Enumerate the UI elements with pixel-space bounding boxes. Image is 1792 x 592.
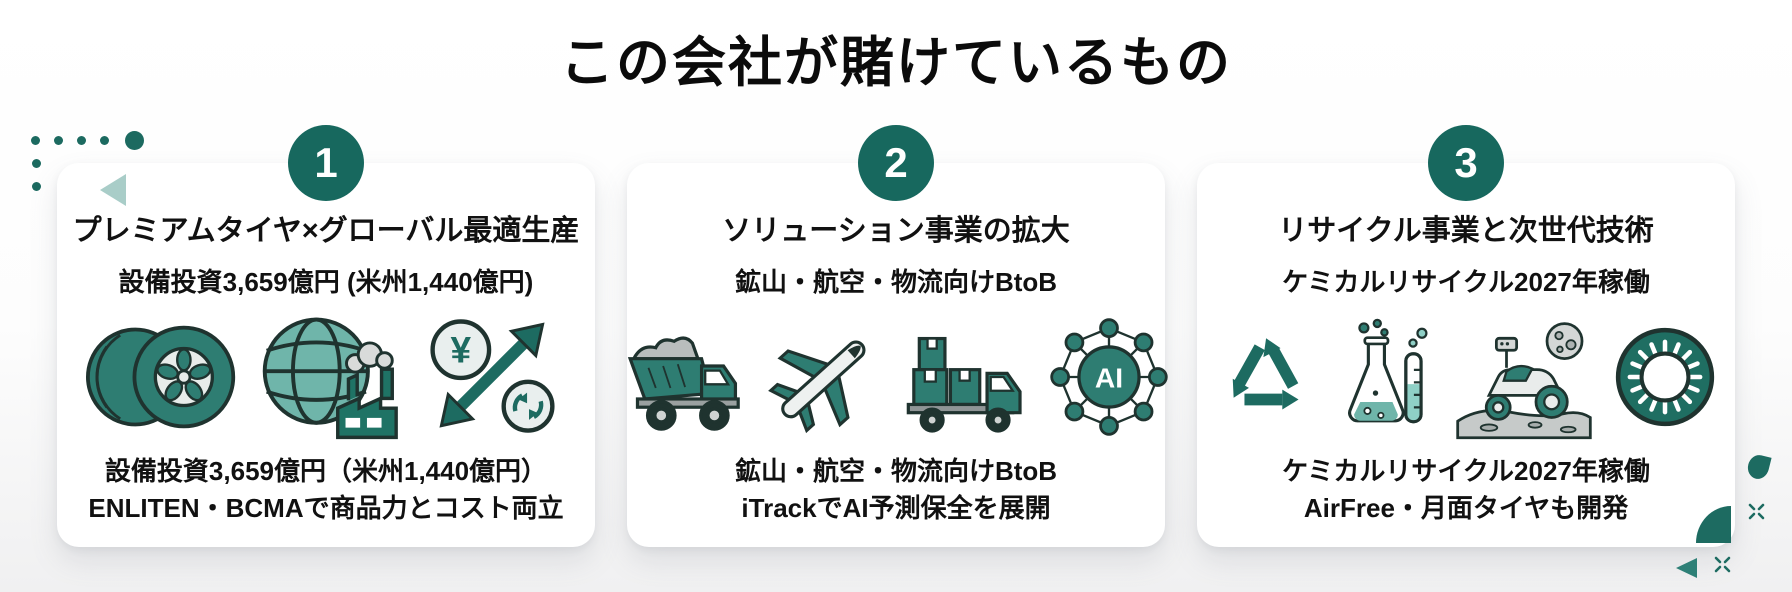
dot-decoration (77, 136, 86, 145)
leaf-decoration (1745, 452, 1772, 482)
card-recycle-nextgen: 3 リサイクル事業と次世代技術 ケミカルリサイクル2027年稼働 (1197, 125, 1735, 547)
card-title: リサイクル事業と次世代技術 (1278, 215, 1654, 247)
dump-truck-icon (627, 336, 740, 431)
triangle-decoration (1676, 558, 1697, 578)
dot-decoration (100, 136, 109, 145)
dot-decoration (32, 159, 41, 168)
recycle-icon (1232, 338, 1299, 410)
card-detail: ケミカルリサイクル2027年稼働 AirFree・月面タイヤも開発 (1282, 453, 1650, 527)
svg-text:AI: AI (1095, 361, 1123, 393)
dot-decoration (54, 136, 63, 145)
svg-text:¥: ¥ (451, 329, 472, 370)
cards-row: 1 プレミアムタイヤ×グローバル最適生産 設備投資3,659億円 (米州1,44… (57, 125, 1735, 547)
detail-line: ケミカルリサイクル2027年稼働 (1282, 456, 1650, 486)
moon-rover-icon (1456, 322, 1592, 440)
card-1-number-badge: 1 (288, 125, 364, 201)
icon-row: ¥ (86, 301, 566, 453)
ai-network-icon: AI (1050, 318, 1168, 436)
card-subtitle: 鉱山・航空・物流向けBtoB (734, 267, 1058, 297)
detail-line: AirFree・月面タイヤも開発 (1303, 493, 1629, 523)
card-solution-business: 2 ソリューション事業の拡大 鉱山・航空・物流向けBtoB (627, 125, 1168, 547)
quarter-circle-decoration (1696, 506, 1731, 543)
card-title: ソリューション事業の拡大 (722, 215, 1070, 247)
detail-line: 鉱山・航空・物流向けBtoB (734, 456, 1058, 486)
triangle-decoration (100, 174, 126, 206)
icon-row: AI (621, 301, 1171, 453)
sparkle-icon (1714, 556, 1731, 573)
chemistry-icon (1348, 318, 1428, 424)
dot-decoration (31, 136, 40, 145)
card-premium-tire: 1 プレミアムタイヤ×グローバル最適生産 設備投資3,659億円 (米州1,44… (57, 125, 595, 547)
delivery-truck-icon (906, 336, 1022, 433)
card-title: プレミアムタイヤ×グローバル最適生産 (72, 215, 580, 247)
dot-decoration-large (125, 131, 144, 150)
icon-row (1212, 301, 1720, 453)
dot-decoration (32, 182, 41, 191)
airless-tire-icon (1615, 327, 1715, 427)
detail-line: ENLITEN・BCMAで商品力とコスト両立 (88, 493, 564, 523)
sparkle-icon (1748, 503, 1765, 520)
page-title: この会社が賭けているもの (560, 33, 1232, 93)
card-2-number-badge: 2 (858, 125, 934, 201)
detail-line: 設備投資3,659億円（米州1,440億円） (104, 456, 548, 486)
yen-exchange-icon: ¥ (430, 319, 555, 433)
airplane-icon (768, 340, 866, 434)
globe-factory-icon (262, 317, 398, 440)
card-detail: 設備投資3,659億円（米州1,440億円） ENLITEN・BCMAで商品力と… (88, 453, 563, 527)
card-subtitle: 設備投資3,659億円 (米州1,440億円) (118, 267, 534, 297)
tires-icon (86, 325, 236, 429)
detail-line: iTrackでAI予測保全を展開 (741, 493, 1051, 523)
card-3-number-badge: 3 (1428, 125, 1504, 201)
card-detail: 鉱山・航空・物流向けBtoB iTrackでAI予測保全を展開 (735, 453, 1057, 527)
card-subtitle: ケミカルリサイクル2027年稼働 (1282, 267, 1650, 297)
